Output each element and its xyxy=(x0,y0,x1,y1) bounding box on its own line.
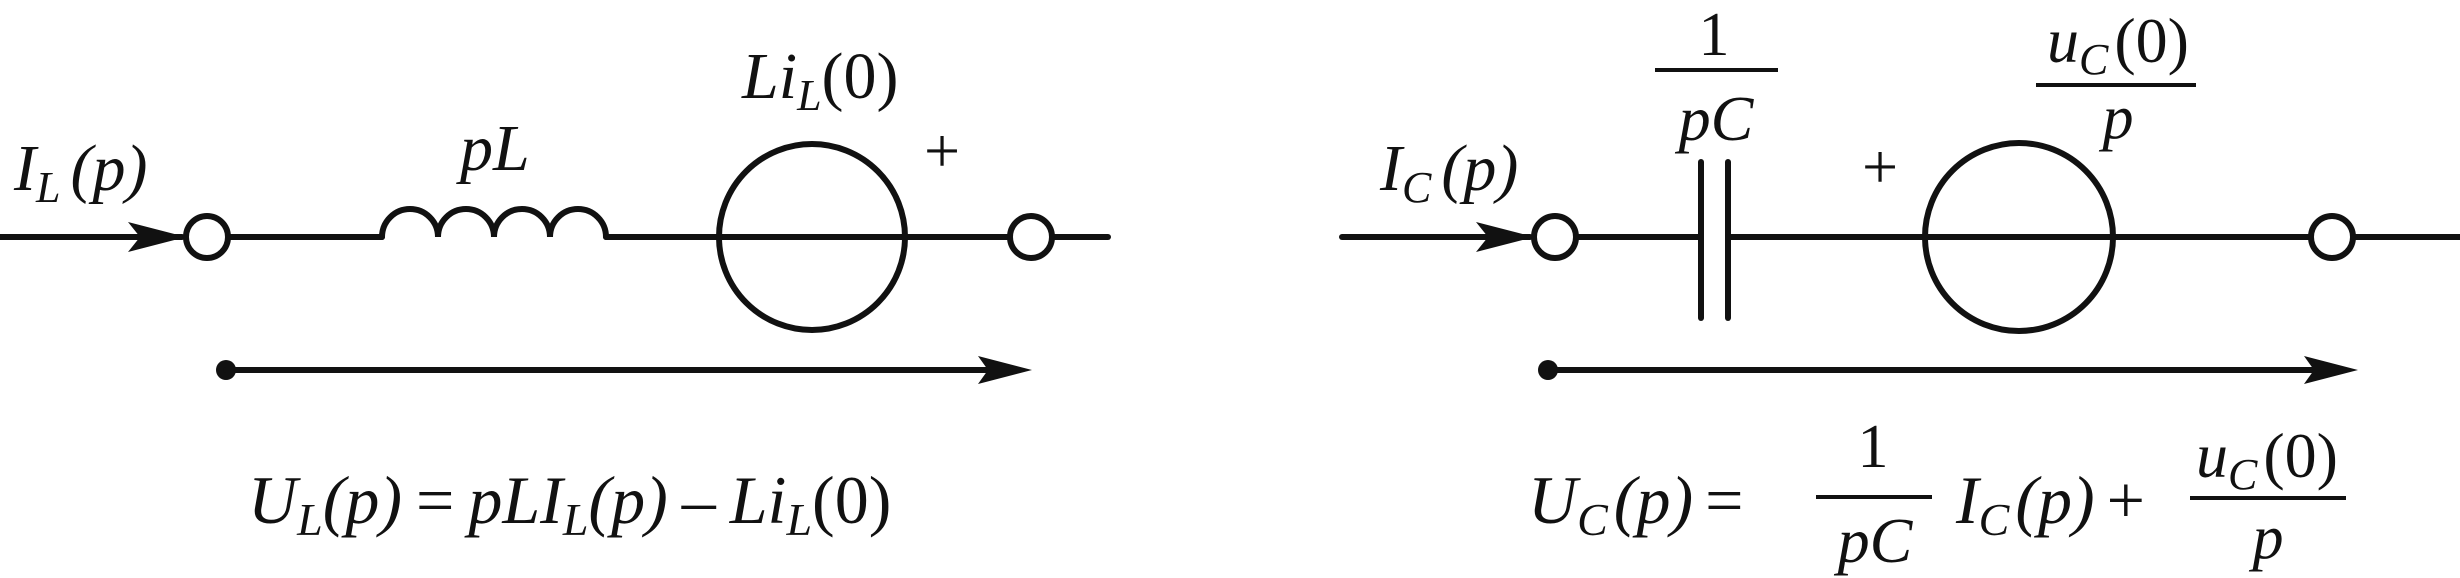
right-source-plus: + xyxy=(1862,131,1898,202)
right-equation-frac2-num: uC(0) xyxy=(2196,420,2338,499)
left-voltage-arrowhead xyxy=(978,356,1032,384)
capacitor-circuit: IC(p) 1 pC uC(0) p + UC(p)= 1 pC IC(p)+ … xyxy=(1339,1,2460,576)
right-terminal-out xyxy=(2308,213,2356,261)
right-equation-mid: IC(p)+ xyxy=(1955,462,2145,545)
inductor-circuit: IL(p) pL LiL(0) + UL(p)=pLIL(p)–LiL(0) xyxy=(0,40,1111,545)
inductor-label: pL xyxy=(456,112,530,185)
left-terminal-out xyxy=(1007,213,1055,261)
right-equation-frac2-den: p xyxy=(2249,504,2284,572)
right-current-arrowhead xyxy=(1476,222,1534,252)
left-current-arrowhead xyxy=(128,222,186,252)
left-source-plus: + xyxy=(924,115,960,186)
right-voltage-arrowhead xyxy=(2304,356,2358,384)
right-voltage-source xyxy=(1922,140,2116,334)
capacitor-label-den: pC xyxy=(1675,83,1755,154)
capacitor-label-num: 1 xyxy=(1699,1,1730,69)
left-source-label: LiL(0) xyxy=(741,40,899,120)
left-current-label: IL(p) xyxy=(13,132,147,212)
right-current-label: IC(p) xyxy=(1379,132,1518,212)
right-equation-frac1-num: 1 xyxy=(1858,413,1889,481)
inductor-coil xyxy=(379,206,609,240)
right-equation-frac1-den: pC xyxy=(1834,505,1914,576)
left-voltage-source xyxy=(716,141,908,333)
right-source-label-num: uC(0) xyxy=(2047,5,2189,84)
right-source-label-den: p xyxy=(2099,84,2134,152)
right-terminal-in xyxy=(1531,213,1579,261)
left-terminal-in xyxy=(183,213,231,261)
right-equation-lhs: UC(p)= xyxy=(1528,462,1743,545)
left-equation: UL(p)=pLIL(p)–LiL(0) xyxy=(248,462,891,545)
